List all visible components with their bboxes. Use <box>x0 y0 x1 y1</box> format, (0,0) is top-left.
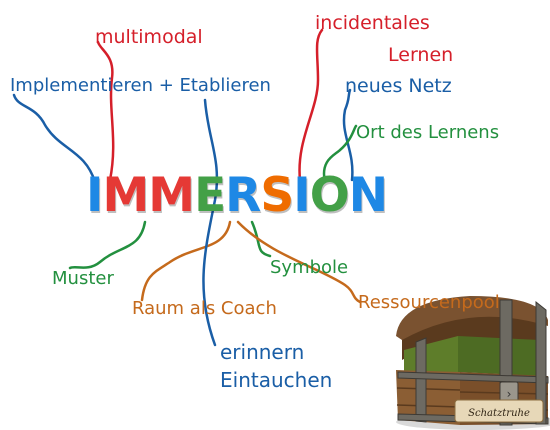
label-ressourcenpool: Ressourcenpool <box>358 292 500 313</box>
center-title-letter: R <box>225 168 261 223</box>
label-incidentales: incidentales <box>315 12 430 34</box>
label-muster: Muster <box>52 268 114 289</box>
label-implementieren: Implementieren + Etablieren <box>10 75 271 96</box>
center-title-letter: I <box>293 168 310 223</box>
label-lernen: Lernen <box>388 44 454 66</box>
chest-label: Schatztruhe <box>468 408 530 419</box>
label-neues-netz: neues Netz <box>345 75 452 97</box>
label-erinnern: erinnern <box>220 340 305 364</box>
connector-implementieren <box>12 93 97 184</box>
label-symbole: Symbole <box>270 257 349 278</box>
center-title-letter: N <box>348 168 388 223</box>
connector-ressourcen <box>236 220 362 304</box>
connector-multimodal <box>96 40 115 182</box>
label-ort-des-lernens: Ort des Lernens <box>356 122 500 143</box>
center-title-letter: S <box>260 168 294 223</box>
connector-neues-netz <box>342 88 354 182</box>
center-title: IMMERSION <box>86 172 388 232</box>
center-title-letter: O <box>309 168 350 223</box>
connector-muster <box>68 220 147 270</box>
center-title-letter: M <box>102 168 150 223</box>
connector-ort <box>322 124 358 184</box>
label-raum-als-coach: Raum als Coach <box>132 298 277 319</box>
center-title-letter: M <box>148 168 195 223</box>
connector-erinnern <box>202 98 219 347</box>
label-eintauchen: Eintauchen <box>220 368 333 392</box>
treasure-chest-icon: › <box>396 296 550 430</box>
connector-symbole <box>250 220 272 258</box>
center-title-letter: I <box>86 168 103 223</box>
center-title-letter: E <box>194 168 226 223</box>
label-multimodal: multimodal <box>95 26 203 48</box>
svg-text:›: › <box>507 387 512 401</box>
connector-raum <box>140 220 232 302</box>
connector-incidentales <box>298 28 324 182</box>
